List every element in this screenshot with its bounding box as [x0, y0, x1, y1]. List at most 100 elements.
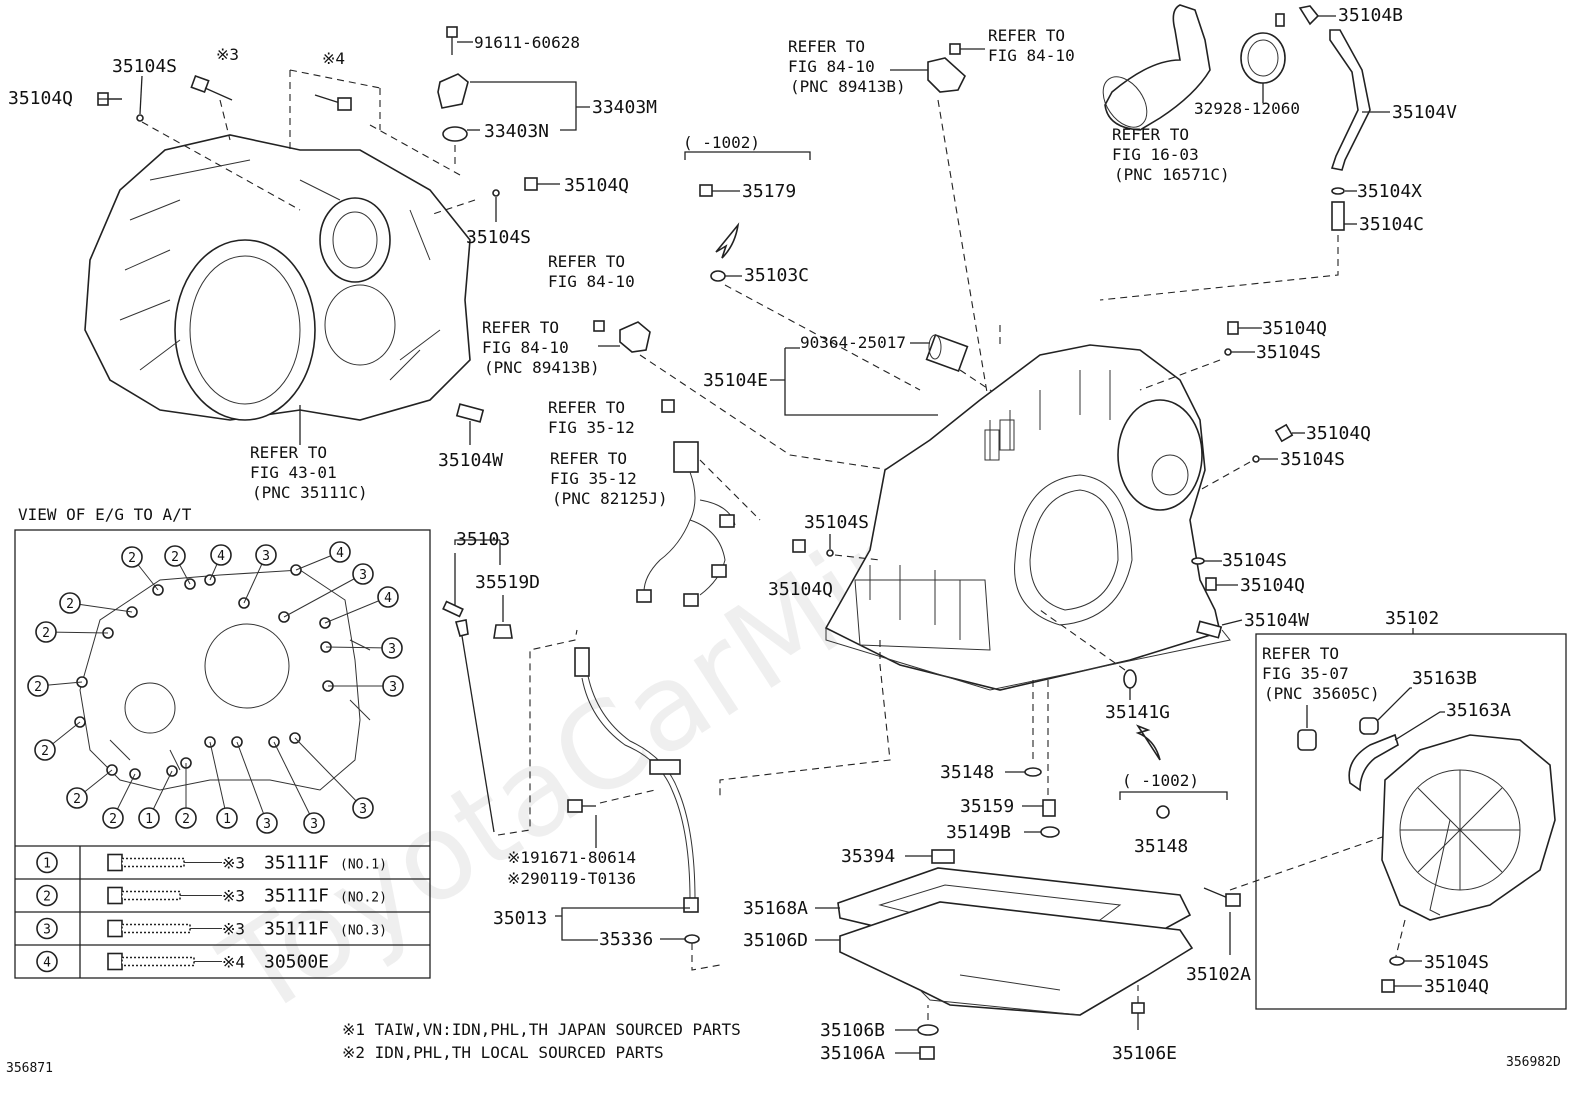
label-33403M: 33403M [592, 97, 657, 118]
oil-pan-35106D [839, 901, 1194, 1016]
svg-text:(PNC 89413B): (PNC 89413B) [484, 358, 600, 377]
bolt-table-sub: (NO.2) [340, 891, 387, 906]
bolt-35104Q-c [1227, 321, 1239, 335]
svg-text:2: 2 [73, 792, 81, 807]
svg-text:1: 1 [223, 812, 231, 827]
hose-16571C [1102, 4, 1211, 131]
inset-callout: 4 [377, 586, 399, 608]
plug-35179 [699, 184, 713, 197]
svg-text:2: 2 [128, 551, 136, 566]
figure-id-right: 356982D [1506, 1055, 1561, 1070]
label-91671: ※191671-80614 [507, 848, 636, 867]
washer-35104S-left [136, 114, 144, 122]
label-35013: 35013 [493, 908, 547, 929]
oring-35336 [684, 934, 700, 944]
svg-text:REFER TO: REFER TO [482, 318, 559, 337]
inset-callout: 2 [175, 807, 197, 829]
cap-35519D [493, 624, 513, 639]
svg-text:2: 2 [41, 744, 49, 759]
bolt-table-note: ※4 [222, 953, 245, 972]
refer-35-12: REFER TO FIG 35-12 [548, 398, 635, 437]
label-35104S-g: 35104S [1424, 952, 1489, 973]
svg-text:REFER TO: REFER TO [988, 26, 1065, 45]
transaxle-case-drawing [824, 344, 1231, 691]
label-35104B: 35104B [1338, 5, 1403, 26]
bolt-table-part: 30500E [264, 952, 329, 973]
bolt-table-note: ※3 [222, 854, 245, 873]
inset-title: VIEW OF E/G TO A/T [18, 505, 192, 524]
label-35336: 35336 [599, 929, 653, 950]
inset-callout: 1 [216, 807, 238, 829]
svg-text:2: 2 [182, 812, 190, 827]
range-1002-b: ( -1002) [1122, 771, 1199, 790]
label-35168A: 35168A [743, 898, 808, 919]
svg-text:FIG 35-07: FIG 35-07 [1262, 664, 1349, 683]
oring-35141G [1123, 669, 1137, 689]
svg-text:3: 3 [388, 642, 396, 657]
label-35104E: 35104E [703, 370, 768, 391]
svg-text:3: 3 [262, 549, 270, 564]
transaxle-housing-drawing [84, 134, 471, 421]
label-35106A: 35106A [820, 1043, 885, 1064]
pin-35104W-left [455, 403, 485, 423]
bolt-table-sub: (NO.1) [340, 858, 387, 873]
label-note4: ※4 [322, 49, 345, 68]
label-35104Q-a: 35104Q [8, 88, 73, 109]
svg-text:3: 3 [310, 817, 318, 832]
bolt-note3 [190, 74, 233, 101]
washer-35104S-mid [492, 189, 500, 197]
svg-text:3: 3 [359, 802, 367, 817]
inset-callout: 3 [381, 637, 403, 659]
inset-callout: 2 [59, 592, 81, 614]
label-35106D: 35106D [743, 930, 808, 951]
svg-text:FIG 84-10: FIG 84-10 [788, 57, 875, 76]
svg-text:REFER TO: REFER TO [550, 449, 627, 468]
label-32928: 32928-12060 [1194, 99, 1300, 118]
bolt-table-num: 2 [43, 890, 51, 905]
label-35103: 35103 [456, 529, 510, 550]
label-35106B: 35106B [820, 1020, 885, 1041]
side-cover-35102 [1381, 734, 1556, 921]
label-35104X: 35104X [1357, 181, 1422, 202]
label-35104S-f: 35104S [804, 512, 869, 533]
svg-text:REFER TO: REFER TO [548, 252, 625, 271]
label-35148-a: 35148 [940, 762, 994, 783]
label-35159: 35159 [960, 796, 1014, 817]
bolt-table-num: 3 [43, 923, 51, 938]
svg-text:(PNC 35605C): (PNC 35605C) [1264, 684, 1380, 703]
svg-text:(PNC 16571C): (PNC 16571C) [1114, 165, 1230, 184]
svg-text:FIG 43-01: FIG 43-01 [250, 463, 337, 482]
svg-text:3: 3 [359, 568, 367, 583]
label-35106E: 35106E [1112, 1043, 1177, 1064]
arrow-down [715, 222, 740, 259]
svg-text:(PNC 82125J): (PNC 82125J) [552, 489, 668, 508]
footnote-1: ※1 TAIW,VN:IDN,PHL,TH JAPAN SOURCED PART… [342, 1020, 741, 1039]
svg-text:(PNC 35111C): (PNC 35111C) [252, 483, 368, 502]
inset-callout: 1 [138, 807, 160, 829]
label-35104V: 35104V [1392, 102, 1457, 123]
inset-callout: 2 [27, 675, 49, 697]
svg-text:2: 2 [34, 680, 42, 695]
label-35104Q-d: 35104Q [1306, 423, 1371, 444]
bolt-table-sub: (NO.3) [340, 924, 387, 939]
range-1002-a: ( -1002) [683, 133, 760, 152]
svg-text:REFER TO: REFER TO [548, 398, 625, 417]
bolt-table-note: ※3 [222, 920, 245, 939]
bolt-35106E [1131, 1002, 1145, 1030]
bolt-table-part: 35111F [264, 886, 329, 907]
label-35104W-a: 35104W [438, 450, 503, 471]
label-90119: ※290119-T0136 [507, 869, 636, 888]
inset-callout: 3 [303, 812, 325, 834]
gasket-35163A [1348, 733, 1399, 792]
wire-harness [636, 399, 736, 607]
refer-43-01: REFER TO FIG 43-01 (PNC 35111C) [250, 443, 368, 502]
inset-callout: 2 [34, 739, 56, 761]
svg-text:REFER TO: REFER TO [788, 37, 865, 56]
inset-callout: 2 [121, 546, 143, 568]
seal-35163B [1359, 717, 1379, 735]
